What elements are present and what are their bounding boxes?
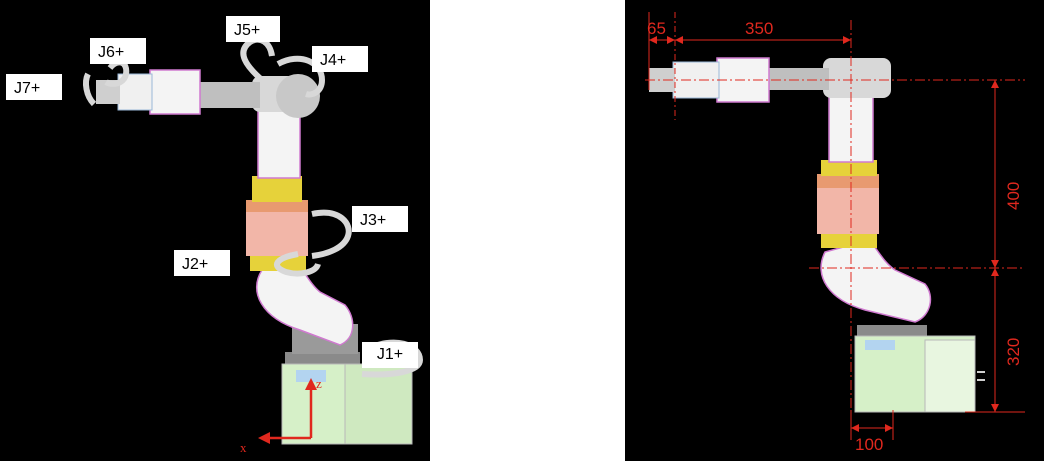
dimension-320: 320 — [1004, 338, 1023, 366]
lower-link — [256, 261, 354, 346]
joint-label-j5-text: J5+ — [234, 22, 260, 39]
joint-label-j1-box: J1+ — [362, 342, 418, 368]
joint-label-j3: J3+ — [352, 206, 408, 232]
joint-label-j1-text: J1+ — [376, 346, 404, 363]
dimension-100: 100 — [855, 435, 883, 454]
joint-label-j2: J2+ — [174, 250, 230, 276]
dimension-65: 65 — [647, 19, 666, 38]
joint-label-j6-text: J6+ — [98, 44, 124, 61]
z-axis-label: z — [316, 376, 322, 391]
x-axis-label: x — [240, 440, 247, 455]
joint-direction-figure: z x J7+ J6+ J5+ J4+ J3+ J2+ J1+ — [0, 0, 430, 461]
dimension-arrowheads — [649, 36, 999, 432]
robot-base — [281, 352, 413, 445]
elbow-ring-right — [821, 232, 877, 248]
forearm-tube-right — [765, 68, 829, 90]
robot-left-drawing: z x J7+ J6+ J5+ J4+ J3+ J2+ — [6, 16, 424, 455]
dimension-400: 400 — [1004, 182, 1023, 210]
wrist-head-right — [823, 58, 891, 98]
joint-label-j5: J5+ — [226, 16, 280, 42]
forearm-tube — [190, 82, 260, 108]
dimension-350: 350 — [745, 19, 773, 38]
joint-label-j7: J7+ — [6, 74, 62, 100]
joint-label-j6: J6+ — [90, 38, 146, 64]
elbow-housing-right — [817, 186, 879, 234]
joint-label-j3-text: J3+ — [360, 212, 386, 229]
upper-ring — [252, 176, 302, 202]
joint-label-j4: J4+ — [312, 46, 368, 72]
joint-label-j4-text: J4+ — [320, 52, 346, 69]
wrist-link — [149, 69, 201, 115]
joint-label-j2-text: J2+ — [182, 256, 208, 273]
upper-ring-right — [821, 160, 877, 176]
dimension-figure: 65 350 400 320 100 — [625, 0, 1044, 461]
robot-base-right — [854, 325, 985, 413]
joint-label-j7-text: J7+ — [14, 80, 40, 97]
lower-link-right — [820, 239, 932, 323]
axis-indicator: z x — [240, 376, 322, 455]
robot-right-drawing: 65 350 400 320 100 — [645, 12, 1025, 454]
